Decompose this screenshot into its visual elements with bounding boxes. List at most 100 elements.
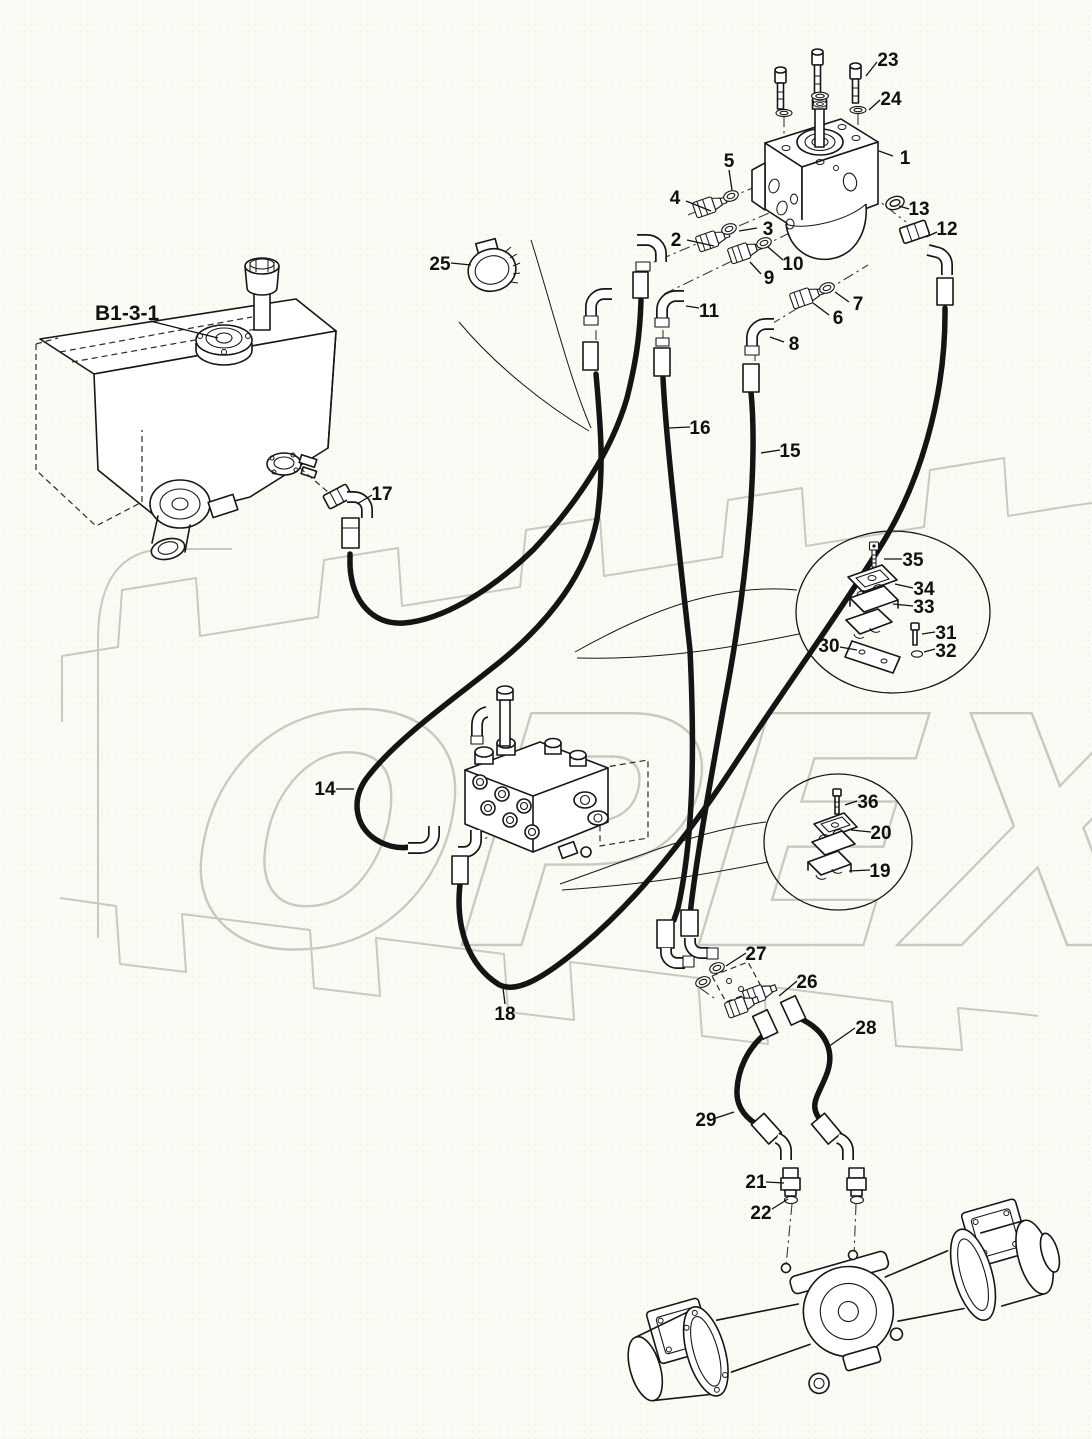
callout-18: 18	[494, 1004, 515, 1025]
clamp-half-mid	[811, 829, 856, 856]
mounting-bolt	[811, 48, 824, 94]
bolt-31	[910, 622, 920, 646]
fitting-21	[780, 1167, 801, 1205]
hose-clamp-25	[458, 237, 592, 432]
hose-ferrule	[742, 363, 760, 393]
callout-7: 7	[853, 294, 864, 315]
callout-13: 13	[908, 199, 929, 220]
callout-26: 26	[796, 972, 817, 993]
detail-circle-clamp-upper	[574, 530, 991, 694]
callout-leaders	[149, 61, 938, 1210]
callout-labels: 1 2 3 4 5 6 7 8 9 10 11 12 13 14 15 16 1…	[95, 50, 958, 1224]
mounting-bolt	[849, 62, 862, 104]
callout-27: 27	[745, 944, 766, 965]
tank-breather-neck	[253, 291, 271, 331]
washer-32	[910, 650, 924, 658]
callout-29: 29	[695, 1110, 716, 1131]
hose-14	[354, 371, 604, 851]
callout-33: 33	[913, 597, 934, 618]
hoses	[347, 297, 948, 1130]
assembly-label: B1-3-1	[95, 302, 160, 325]
callout-12: 12	[936, 219, 957, 240]
oring-13	[883, 193, 907, 213]
hose-ferrule	[750, 1112, 783, 1145]
oring-22	[849, 1195, 865, 1205]
callout-15: 15	[779, 441, 801, 462]
bolt-36	[832, 788, 842, 815]
hose-16	[660, 375, 696, 923]
hose-ferrule	[582, 341, 599, 371]
fitting-21	[846, 1167, 867, 1205]
callout-9: 9	[764, 268, 775, 289]
control-valve-drawing	[408, 685, 649, 885]
steering-unit-drawing	[751, 48, 879, 261]
callout-21: 21	[745, 1172, 767, 1193]
axle-end-fittings	[750, 1112, 867, 1205]
callout-14: 14	[314, 779, 336, 800]
watermark-gear-bottom	[59, 897, 1039, 1051]
callout-34: 34	[913, 579, 935, 600]
hose-ferrule	[810, 1112, 843, 1145]
clamp-25-pointer	[458, 321, 590, 432]
bolt-washer	[812, 100, 828, 108]
callout-36: 36	[857, 792, 878, 813]
clamp-half-lower	[845, 608, 893, 639]
bracket-plate-30	[844, 640, 901, 674]
callout-10: 10	[782, 254, 803, 275]
callout-22: 22	[750, 1203, 771, 1224]
front-axle-drawing	[627, 1198, 1061, 1402]
callout-20: 20	[870, 823, 891, 844]
watermark-gear-top	[61, 457, 1092, 722]
hose-ferrule	[632, 271, 649, 299]
hose-ferrule	[680, 909, 699, 937]
watermark-text: OPEX	[173, 651, 1092, 1021]
watermark: OPEX	[59, 457, 1092, 1051]
callout-6: 6	[833, 308, 844, 329]
mounting-bolt	[774, 66, 787, 110]
hose-ferrule	[936, 277, 954, 306]
hose-ferrule	[341, 517, 360, 549]
callout-19: 19	[869, 861, 890, 882]
callout-16: 16	[689, 418, 710, 439]
hose-ferrule	[653, 347, 671, 377]
elbow-2-nut	[635, 261, 651, 272]
steering-unit-fittings	[582, 188, 954, 393]
oring-22	[783, 1195, 799, 1205]
callout-28: 28	[855, 1018, 876, 1039]
hose-28	[796, 1015, 833, 1125]
callout-11: 11	[699, 301, 720, 322]
callout-5: 5	[724, 151, 735, 172]
callout-25: 25	[429, 254, 451, 275]
callout-31: 31	[935, 623, 957, 644]
hose-ferrule	[779, 994, 807, 1026]
hose-ferrule	[656, 919, 675, 949]
tank-fitting-17	[322, 483, 373, 549]
elbow-11-nut	[654, 317, 670, 328]
hose-29	[734, 1031, 768, 1130]
detail-circle-clamp-lower	[559, 773, 913, 911]
washer-24	[849, 105, 867, 115]
callout-23: 23	[877, 50, 898, 71]
axle-port	[847, 1249, 859, 1261]
bolt-washer	[775, 108, 793, 118]
callout-8: 8	[789, 334, 800, 355]
callout-24: 24	[880, 89, 902, 110]
elbow-8-nut	[744, 345, 760, 356]
axle-port	[780, 1262, 792, 1274]
bottom-junction	[656, 909, 807, 1040]
callout-4: 4	[670, 188, 681, 209]
hose-ferrule	[451, 855, 469, 885]
hydraulic-tank-drawing	[35, 257, 337, 561]
callout-3: 3	[763, 219, 774, 240]
clamp-half-33	[849, 584, 899, 613]
clamp-25-pointer	[530, 239, 592, 429]
callout-2: 2	[671, 230, 682, 251]
hose-15	[687, 389, 756, 919]
connector-12	[898, 219, 931, 245]
hose-ferrule	[751, 1008, 779, 1040]
hose-18	[456, 305, 948, 990]
hose-tank-return	[347, 297, 644, 626]
callout-30: 30	[818, 636, 839, 657]
